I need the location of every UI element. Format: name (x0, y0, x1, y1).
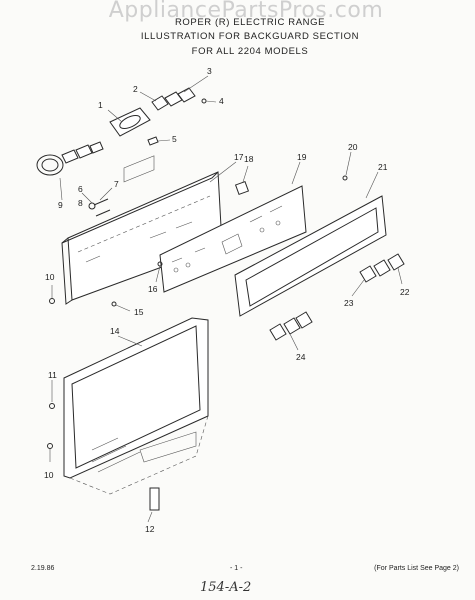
callout-15: 15 (134, 307, 144, 317)
footer-date: 2.19.86 (31, 565, 55, 572)
callout-20: 20 (348, 142, 358, 152)
part-21-trim-frame (234, 171, 387, 317)
callout-23: 23 (344, 298, 354, 308)
callout-7: 7 (114, 179, 119, 189)
part-2-3-knobs (139, 75, 217, 111)
part-20-screw (342, 151, 352, 181)
callout-21: 21 (378, 162, 388, 172)
part-24-knobs (269, 311, 313, 351)
part-1-escutcheon (107, 107, 151, 137)
callout-11: 11 (48, 370, 57, 380)
callout-17: 17 (234, 152, 244, 162)
callout-6: 6 (78, 184, 83, 194)
watermark-text: AppliancePartsPros.com (108, 0, 384, 23)
part-5-clip (147, 136, 171, 146)
part-19-control-panel (159, 161, 307, 293)
header-line-2: ILLUSTRATION FOR BACKGUARD SECTION (140, 31, 360, 42)
part-11-screw (49, 380, 55, 409)
callout-19: 19 (297, 152, 307, 162)
callout-10-upper: 10 (45, 272, 55, 282)
part-17-backguard-panel (61, 155, 237, 305)
footer-page-number: - 1 - (230, 565, 243, 572)
callout-10-lower: 10 (44, 470, 54, 480)
footer-parts-reference: (For Parts List See Page 2) (374, 565, 459, 572)
header-line-3: FOR ALL 2204 MODELS (191, 46, 309, 57)
part-9-clock-assembly (36, 141, 104, 201)
callout-9: 9 (58, 200, 63, 210)
callout-12: 12 (145, 524, 155, 534)
callout-labels: 1 2 3 4 5 6 7 8 9 10 10 11 12 14 15 16 1… (44, 66, 410, 534)
callout-1: 1 (98, 100, 103, 110)
callout-18: 18 (244, 154, 254, 164)
part-10-screw-upper (49, 285, 55, 304)
callout-5: 5 (172, 134, 177, 144)
callout-3: 3 (207, 66, 212, 76)
part-14-rear-panel (63, 317, 209, 495)
part-18-badge (234, 165, 250, 196)
part-6-7-screws (81, 187, 113, 217)
callout-24: 24 (296, 352, 306, 362)
callout-16: 16 (148, 284, 158, 294)
callout-8: 8 (78, 198, 83, 208)
handwritten-code: 154-A-2 (200, 580, 252, 595)
callout-2: 2 (133, 84, 138, 94)
callout-4: 4 (219, 96, 224, 106)
part-10-screw-lower (47, 443, 53, 462)
part-22-23-knobs (351, 253, 405, 297)
part-15-screw (111, 301, 131, 312)
part-16-bracket (155, 261, 163, 283)
callout-14: 14 (110, 326, 120, 336)
part-12-bracket (147, 487, 160, 523)
callout-22: 22 (400, 287, 410, 297)
header-line-1: ROPER (R) ELECTRIC RANGE (174, 17, 326, 28)
